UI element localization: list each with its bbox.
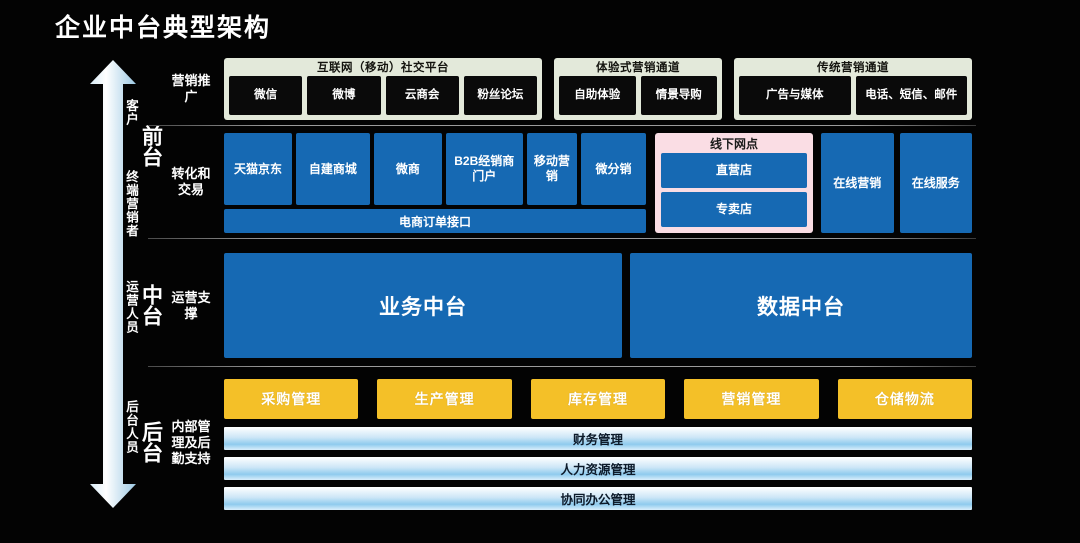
channel-item-ads-media[interactable]: 广告与媒体: [739, 76, 851, 115]
channel-group-experiential: 体验式营销通道 自助体验 情景导购: [554, 58, 722, 120]
support-bar-collaboration[interactable]: 协同办公管理: [224, 487, 972, 510]
offline-outlets-title: 线下网点: [709, 137, 758, 151]
module-warehouse-logistics[interactable]: 仓储物流: [837, 379, 973, 419]
channel-group-title: 互联网（移动）社交平台: [317, 62, 449, 74]
page-title: 企业中台典型架构: [55, 14, 272, 42]
channel-item-weibo[interactable]: 微博: [307, 76, 381, 115]
module-procurement[interactable]: 采购管理: [224, 379, 359, 419]
channel-item-self-service[interactable]: 自助体验: [559, 76, 636, 115]
tier-label-middle: 中台: [139, 284, 163, 326]
middle-platform-business[interactable]: 业务中台: [224, 253, 622, 358]
arrow-label-customer: 客户: [124, 98, 138, 126]
arrow-label-backoffice-staff: 后台人员: [124, 400, 138, 454]
channel-group-social-platform: 互联网（移动）社交平台 微信 微博 云商会 粉丝论坛: [224, 58, 542, 120]
online-channels-block: 天猫京东 自建商城 微商 B2B经销商门户 移动营销 微分销 电商订单接口: [224, 133, 647, 233]
trade-item-micro-distribution[interactable]: 微分销: [580, 133, 647, 205]
channel-item-fan-forum[interactable]: 粉丝论坛: [463, 76, 537, 115]
trade-item-own-mall[interactable]: 自建商城: [295, 133, 370, 205]
channel-item-phone-sms-mail[interactable]: 电话、短信、邮件: [855, 76, 967, 115]
channel-item-list: 自助体验 情景导购: [559, 76, 717, 115]
channel-item-list: 广告与媒体 电话、短信、邮件: [739, 76, 967, 115]
middle-platform-data[interactable]: 数据中台: [630, 253, 972, 358]
channel-item-list: 微信 微博 云商会 粉丝论坛: [229, 76, 537, 115]
tier-label-back: 后台: [139, 421, 163, 463]
middle-platform-row: 业务中台 数据中台: [224, 253, 972, 358]
trade-item-online-service[interactable]: 在线服务: [899, 133, 972, 233]
module-inventory[interactable]: 库存管理: [530, 379, 666, 419]
back-office-module-row: 采购管理 生产管理 库存管理 营销管理 仓储物流: [224, 379, 973, 419]
channel-item-cloud-chamber[interactable]: 云商会: [385, 76, 459, 115]
module-production[interactable]: 生产管理: [377, 379, 512, 419]
offline-outlet-list: 直营店 专卖店: [661, 153, 807, 227]
function-label-operation-support: 运营支撑: [171, 290, 211, 321]
tier-label-front: 前台: [139, 125, 163, 167]
trade-item-b2b-portal[interactable]: B2B经销商门户: [445, 133, 523, 205]
channel-item-scenario-guide[interactable]: 情景导购: [640, 76, 717, 115]
trade-item-online-marketing[interactable]: 在线营销: [821, 133, 894, 233]
divider-line: [148, 238, 976, 239]
channel-group-title: 传统营销通道: [817, 62, 889, 74]
channel-group-title: 体验式营销通道: [596, 62, 680, 74]
role-axis-arrow: 客户 终端营销者 运营人员 后台人员: [88, 58, 138, 510]
arrow-label-operations-staff: 运营人员: [124, 280, 138, 334]
trade-item-tmall-jd[interactable]: 天猫京东: [224, 133, 292, 205]
online-service-block: 在线营销 在线服务: [821, 133, 972, 233]
trade-item-mobile-marketing[interactable]: 移动营销: [526, 133, 577, 205]
offline-item-direct-store[interactable]: 直营店: [661, 153, 807, 188]
online-channel-list: 天猫京东 自建商城 微商 B2B经销商门户 移动营销 微分销: [224, 133, 647, 205]
divider-line: [148, 366, 976, 367]
divider-line: [148, 125, 976, 126]
conversion-transaction-row: 天猫京东 自建商城 微商 B2B经销商门户 移动营销 微分销 电商订单接口 线下…: [224, 133, 972, 233]
function-label-conversion-transaction: 转化和交易: [171, 166, 211, 197]
double-arrow-icon: [90, 60, 136, 508]
ecommerce-order-interface-bar[interactable]: 电商订单接口: [224, 209, 646, 233]
channel-item-wechat[interactable]: 微信: [229, 76, 303, 115]
module-marketing[interactable]: 营销管理: [684, 379, 819, 419]
arrow-label-end-marketer: 终端营销者: [124, 169, 138, 238]
function-label-internal-management: 内部管理及后勤支持: [171, 418, 211, 466]
function-label-marketing-promotion: 营销推广: [171, 73, 211, 104]
marketing-channel-row: 互联网（移动）社交平台 微信 微博 云商会 粉丝论坛 体验式营销通道 自助体验 …: [224, 58, 972, 120]
support-bar-finance[interactable]: 财务管理: [224, 427, 972, 450]
support-bar-hr[interactable]: 人力资源管理: [224, 457, 972, 480]
trade-item-micro-business[interactable]: 微商: [373, 133, 442, 205]
offline-item-franchise-store[interactable]: 专卖店: [661, 192, 807, 227]
offline-outlets-group: 线下网点 直营店 专卖店: [655, 133, 813, 233]
channel-group-traditional: 传统营销通道 广告与媒体 电话、短信、邮件: [734, 58, 972, 120]
support-bar-group: 财务管理 人力资源管理 协同办公管理: [224, 427, 972, 510]
